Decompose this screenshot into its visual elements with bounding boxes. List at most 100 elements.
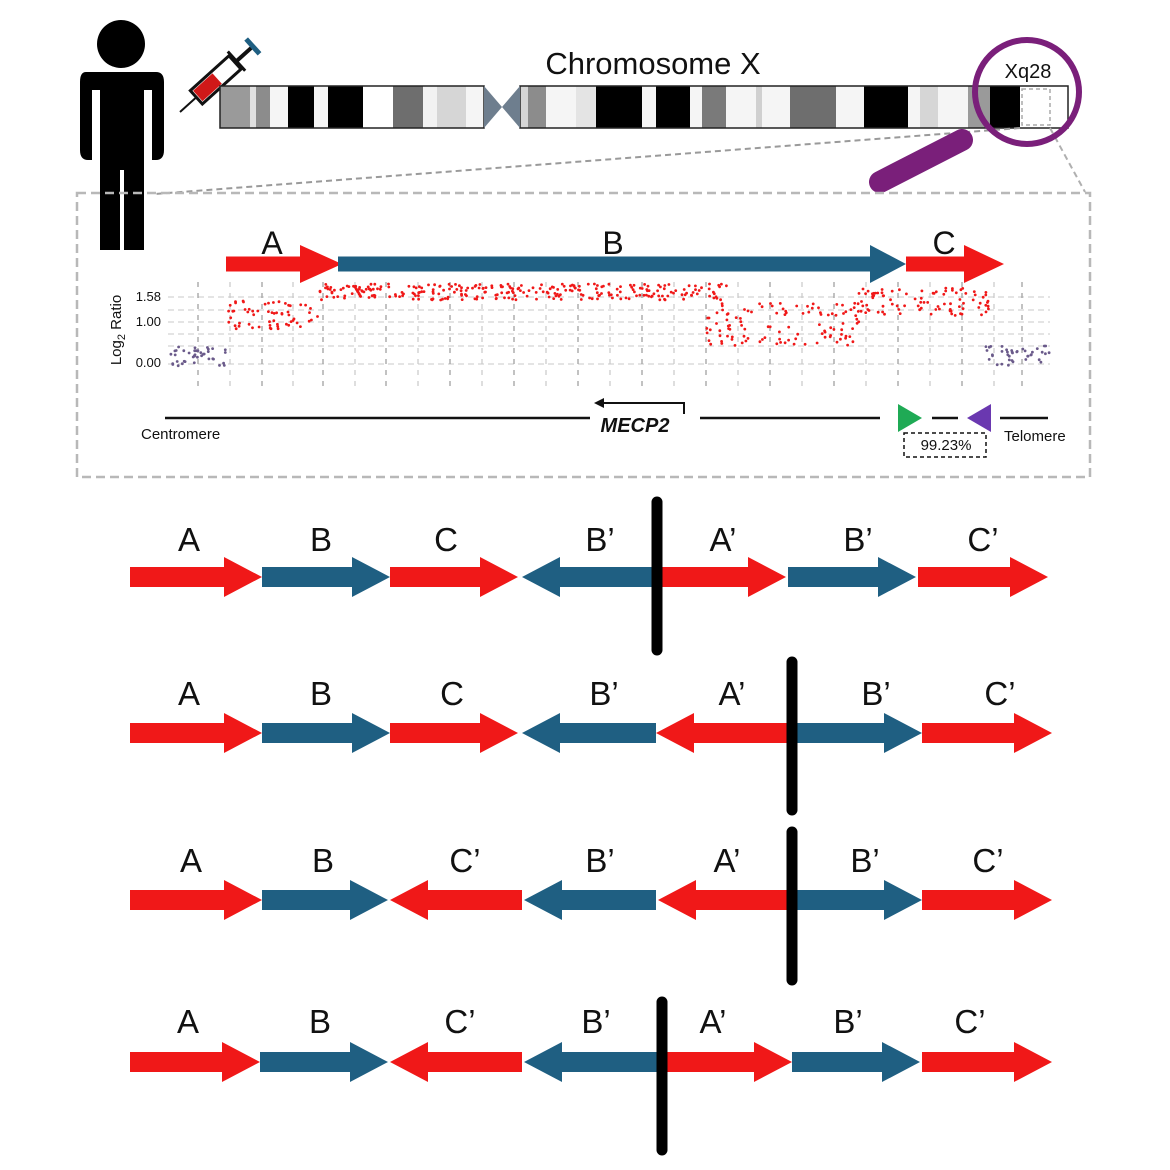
- log-ratio-point: [418, 285, 421, 289]
- log-ratio-point: [615, 287, 619, 291]
- log-ratio-point: [611, 296, 614, 300]
- log-ratio-point: [318, 289, 322, 293]
- segment-b-arrow: [338, 245, 906, 283]
- log-ratio-point: [187, 351, 191, 355]
- log-ratio-point: [572, 284, 576, 288]
- log-ratio-point: [237, 324, 241, 328]
- log-ratio-point: [417, 294, 420, 297]
- log-ratio-point: [854, 314, 858, 317]
- log-ratio-point: [803, 342, 807, 346]
- identity-label: 99.23%: [921, 437, 972, 454]
- log-ratio-point: [811, 302, 815, 306]
- log-ratio-point: [446, 297, 450, 301]
- chromosome-band: [762, 86, 790, 128]
- log-ratio-point: [744, 339, 748, 343]
- log-ratio-point: [287, 323, 291, 327]
- log-ratio-point: [481, 296, 484, 300]
- log-ratio-point: [466, 286, 470, 290]
- log-ratio-point: [697, 289, 701, 292]
- log-ratio-point: [995, 363, 999, 367]
- centromere-label: Centromere: [141, 426, 220, 443]
- row-1-label-6: B’: [843, 521, 872, 558]
- log-ratio-point: [211, 347, 215, 350]
- row-3-label-5: A’: [714, 842, 741, 879]
- log-ratio-point: [740, 341, 744, 345]
- log-ratio-point: [359, 295, 362, 298]
- log-ratio-point: [763, 336, 767, 339]
- log-ratio-point: [360, 289, 364, 293]
- log-ratio-point: [238, 321, 241, 325]
- log-ratio-point: [516, 287, 520, 291]
- log-ratio-point: [559, 298, 563, 301]
- log-ratio-point: [694, 284, 697, 288]
- log-ratio-point: [726, 334, 729, 338]
- log-ratio-point: [860, 300, 863, 303]
- log-ratio-point: [801, 312, 805, 315]
- log-ratio-point: [339, 288, 343, 291]
- log-ratio-point: [373, 295, 377, 299]
- row-1-segment-arrow: [522, 557, 652, 597]
- log-ratio-point: [431, 288, 435, 291]
- log-ratio-point: [840, 328, 844, 332]
- log-ratio-point: [919, 306, 923, 310]
- log-ratio-point: [864, 292, 867, 295]
- log-ratio-point: [593, 282, 596, 286]
- log-ratio-point: [316, 315, 319, 318]
- log-ratio-point: [379, 285, 383, 289]
- log-ratio-point: [345, 284, 349, 288]
- log-ratio-point: [550, 285, 554, 289]
- log-ratio-point: [781, 307, 785, 311]
- log-ratio-point: [934, 290, 938, 294]
- row-4-segment-arrow: [130, 1042, 260, 1082]
- log-ratio-point: [839, 337, 842, 341]
- log-ratio-point: [1031, 350, 1034, 354]
- log-ratio-point: [202, 352, 206, 356]
- log-ratio-point: [269, 327, 273, 331]
- log-ratio-point: [750, 310, 753, 314]
- log-ratio-point: [494, 297, 498, 301]
- chromosome-band: [270, 86, 288, 128]
- log-ratio-point: [849, 308, 853, 311]
- log-ratio-point: [726, 324, 730, 328]
- log-ratio-point: [942, 292, 946, 296]
- log-ratio-point: [325, 295, 329, 298]
- log-ratio-point: [874, 291, 877, 295]
- segment-label-a: A: [261, 225, 283, 261]
- log-ratio-point: [578, 288, 582, 292]
- log-ratio-point: [984, 345, 988, 348]
- log-ratio-point: [876, 310, 880, 314]
- log-ratio-point: [656, 289, 659, 293]
- row-2-segment-arrow: [656, 713, 790, 753]
- log-ratio-point: [618, 290, 622, 294]
- centromere-left: [484, 86, 502, 128]
- log-ratio-point: [733, 344, 737, 347]
- magnifying-glass-icon: [869, 37, 1082, 193]
- log-ratio-point: [570, 289, 574, 293]
- log-ratio-point: [720, 304, 724, 308]
- log-ratio-point: [861, 304, 865, 308]
- log-ratio-point: [881, 304, 885, 308]
- log-ratio-point: [635, 294, 638, 298]
- log-ratio-point: [674, 289, 678, 292]
- log-ratio-point: [931, 291, 935, 295]
- log-ratio-point: [182, 359, 186, 363]
- log-ratio-point: [547, 295, 551, 299]
- log-ratio-point: [987, 345, 991, 349]
- log-ratio-point: [602, 284, 605, 288]
- log-ratio-point: [866, 289, 870, 293]
- log-ratio-point: [961, 307, 965, 310]
- log-ratio-point: [650, 295, 653, 299]
- log-ratio-point: [645, 293, 648, 297]
- log-ratio-point: [949, 302, 952, 306]
- row-4-label-7: C’: [954, 1003, 985, 1040]
- svg-text:Log2 Ratio: Log2 Ratio: [108, 295, 128, 365]
- log-ratio-point: [180, 362, 184, 366]
- log-ratio-point: [709, 342, 713, 346]
- log-ratio-point: [898, 288, 901, 292]
- log-ratio-point: [531, 286, 535, 290]
- log-ratio-point: [192, 361, 196, 365]
- log-ratio-point: [943, 302, 946, 306]
